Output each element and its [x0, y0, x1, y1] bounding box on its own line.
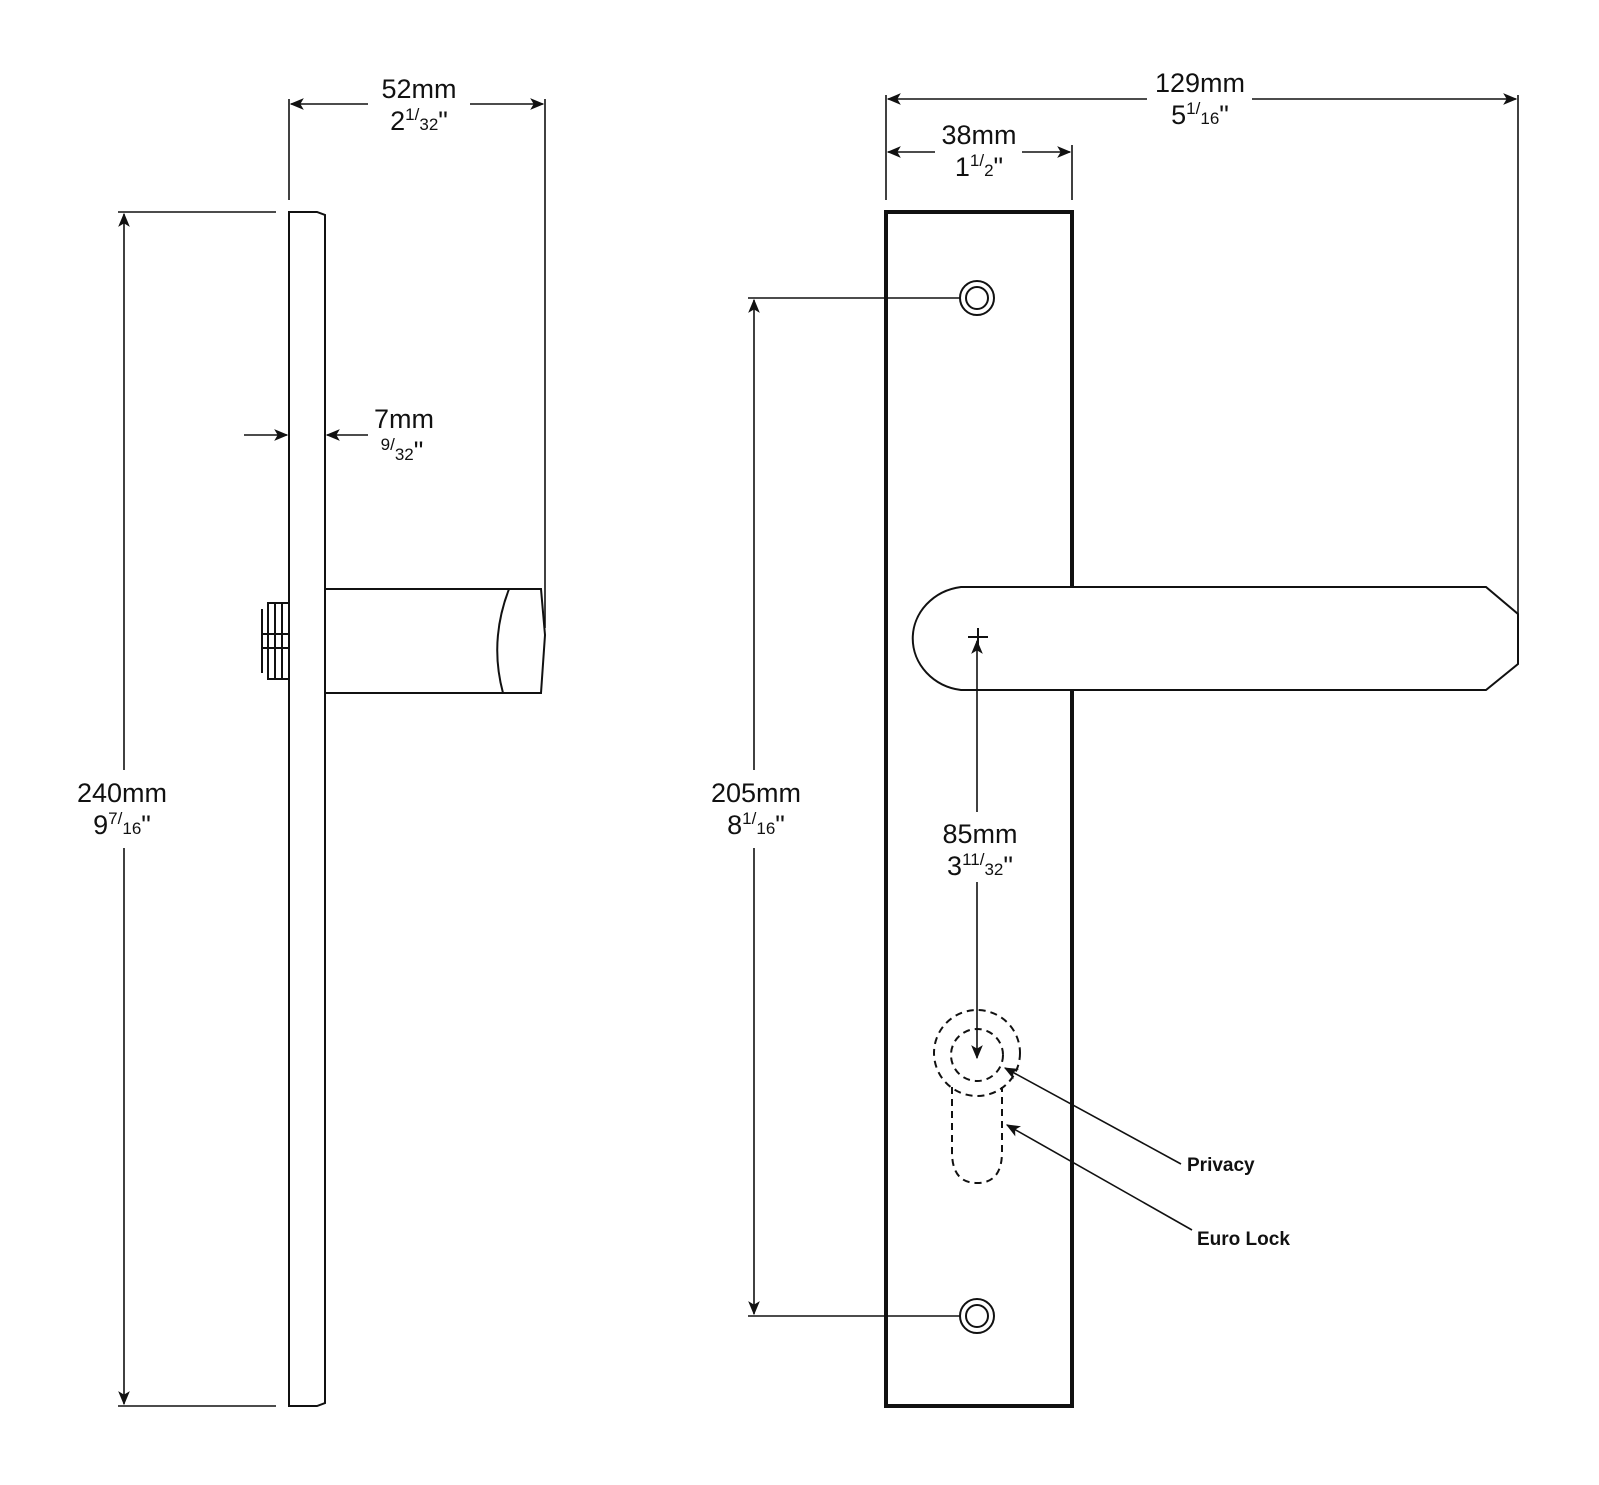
- front-backset-mm: 85mm: [942, 819, 1017, 849]
- front-backset-inch: 311/32": [947, 850, 1013, 881]
- front-screw-centers-inch: 81/16": [727, 809, 785, 840]
- front-plate-width-mm: 38mm: [941, 120, 1016, 150]
- side-depth-inch: 21/32": [390, 105, 448, 136]
- side-thickness-mm: 7mm: [374, 404, 434, 434]
- front-privacy-outer-dashed: [933, 1009, 1021, 1097]
- side-view: [118, 98, 547, 1407]
- euro-lock-leader-line: [1005, 1124, 1193, 1231]
- front-screw-centers-mm: 205mm: [711, 778, 801, 808]
- front-backplate: [884, 210, 1074, 1408]
- privacy-callout-label: Privacy: [1187, 1155, 1255, 1176]
- front-backset-label: 85mm 311/32": [942, 819, 1017, 881]
- front-top-screw-inner: [965, 286, 989, 310]
- side-backplate: [288, 211, 326, 1407]
- euro-lock-callout-label: Euro Lock: [1197, 1229, 1290, 1250]
- front-plate-width-inch: 11/2": [955, 151, 1003, 182]
- side-lever-profile: [325, 588, 547, 694]
- front-bottom-screw-inner: [965, 1304, 989, 1328]
- front-width-mm: 129mm: [1155, 68, 1245, 98]
- side-height-mm: 240mm: [77, 778, 167, 808]
- side-spindle-key: [261, 633, 290, 649]
- front-screw-centers-label: 205mm 81/16": [711, 778, 801, 840]
- side-thickness-inch: 9/32": [381, 435, 424, 466]
- front-euro-lock-dashed: [951, 1087, 1003, 1185]
- front-width-inch: 51/16": [1171, 99, 1229, 130]
- front-plate-width-label: 38mm 11/2": [941, 120, 1016, 182]
- side-spindle-body: [267, 602, 290, 680]
- front-width-label: 129mm 51/16": [1155, 68, 1245, 130]
- side-depth-mm: 52mm: [381, 74, 456, 104]
- side-lever-end-curve: [496, 588, 510, 694]
- side-thickness-label: 7mm 9/32": [374, 404, 434, 466]
- side-height-label: 240mm 97/16": [77, 778, 167, 840]
- side-depth-label: 52mm 21/32": [381, 74, 456, 136]
- privacy-leader-line: [1003, 1067, 1182, 1165]
- front-lever: [911, 586, 1519, 691]
- front-view: [748, 93, 1519, 1408]
- side-height-inch: 97/16": [93, 809, 151, 840]
